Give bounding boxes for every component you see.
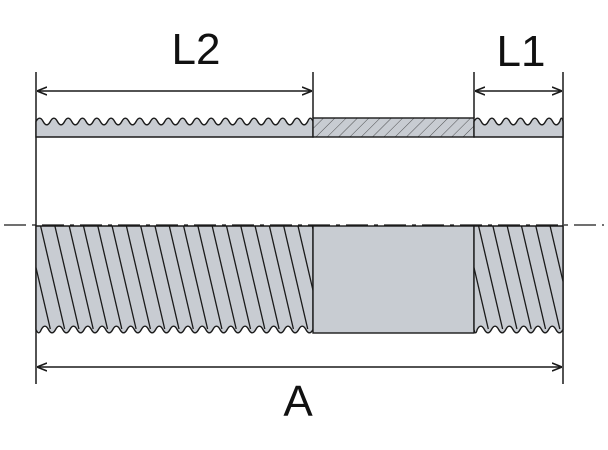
thread-helix-line: [125, 225, 152, 330]
thread-helix-line: [182, 225, 209, 330]
top-thread-right: [473, 117, 564, 138]
thread-helix-line: [168, 225, 194, 330]
dimension-label-l2: L2: [172, 25, 221, 74]
top-wall-section: [35, 117, 564, 138]
thread-helix-line: [68, 225, 94, 330]
thread-helix-line: [477, 225, 504, 330]
body-thread-left: [35, 225, 314, 334]
top-plain-hatched: [312, 117, 475, 138]
body-thread-helix-left: [35, 225, 314, 330]
thread-helix-line: [549, 225, 564, 282]
thread-helix-line: [254, 225, 280, 330]
body-thread-right: [473, 225, 564, 334]
thread-helix-line: [154, 225, 180, 330]
thread-helix-line: [473, 267, 489, 330]
thread-helix-line: [520, 225, 547, 330]
dimension-label-a: A: [283, 377, 313, 426]
thread-helix-line: [535, 225, 561, 330]
thread-helix-line: [140, 225, 166, 330]
dimension-label-l1: L1: [497, 27, 546, 76]
thread-helix-line: [240, 225, 266, 330]
thread-helix-line: [35, 267, 51, 330]
thread-helix-line: [39, 225, 66, 330]
thread-helix-line: [225, 225, 252, 330]
thread-helix-line: [211, 225, 237, 330]
thread-helix-line: [54, 225, 80, 330]
thread-helix-line: [268, 225, 295, 330]
thread-helix-line: [506, 225, 532, 330]
thread-helix-line: [197, 225, 223, 330]
dimension-lines: [37, 91, 562, 367]
top-thread-left: [35, 117, 314, 138]
thread-helix-line: [492, 225, 518, 330]
thread-helix-line: [297, 225, 314, 291]
body-plain-section: [312, 225, 475, 334]
body-section: [35, 225, 564, 334]
thread-helix-line: [283, 225, 309, 330]
body-thread-helix-right: [473, 225, 564, 330]
thread-helix-line: [111, 225, 137, 330]
thread-helix-line: [82, 225, 109, 330]
thread-helix-line: [97, 225, 123, 330]
